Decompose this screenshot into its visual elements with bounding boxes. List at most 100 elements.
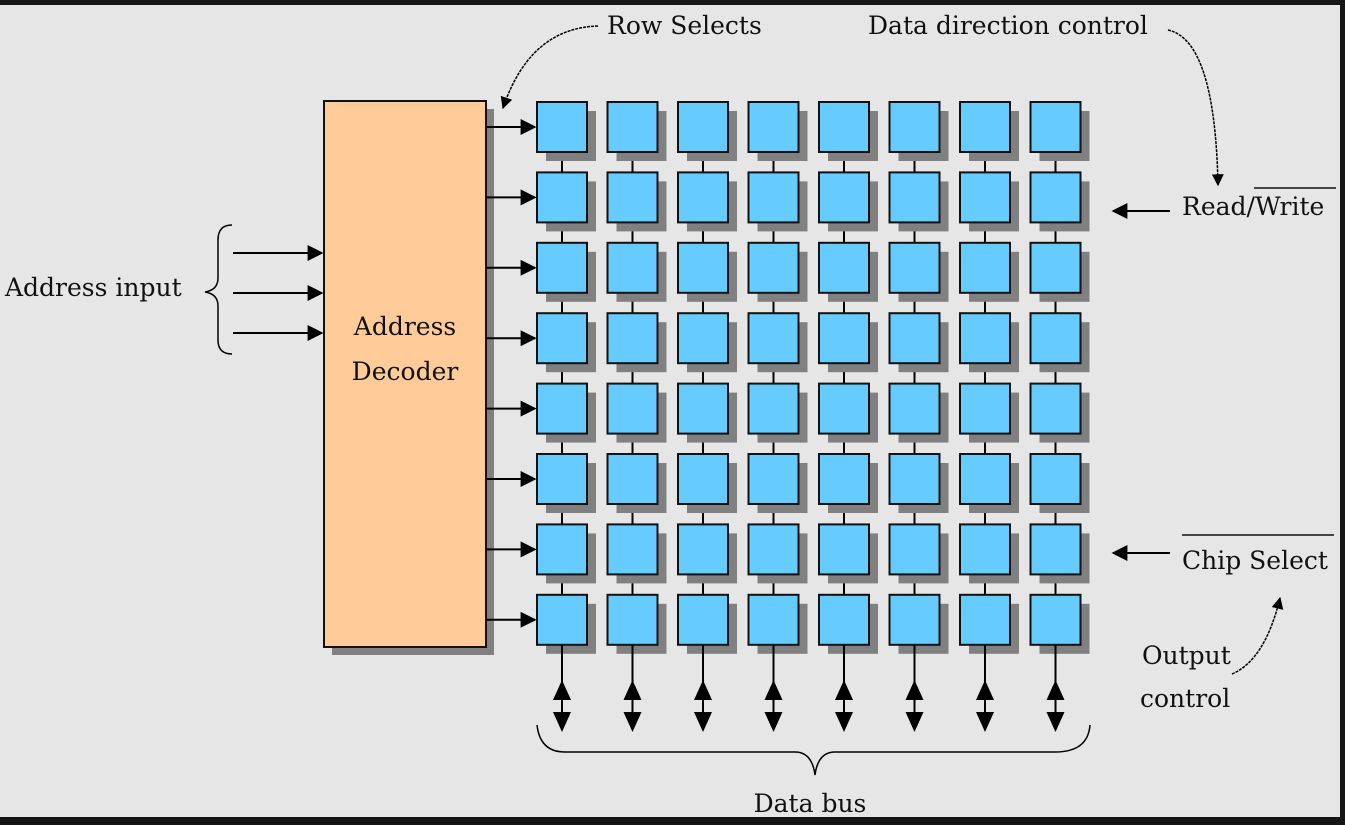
diagram-canvas: [0, 5, 1340, 817]
memory-cell: [536, 312, 588, 365]
memory-cell: [536, 523, 588, 576]
data-bus-down-arrow-icon: [976, 712, 994, 732]
address-input-label: Address input: [4, 273, 182, 302]
data-direction-control-label: Data direction control: [868, 11, 1148, 40]
memory-cell: [677, 101, 729, 153]
memory-cell: [818, 101, 870, 153]
memory-cell: [747, 241, 800, 294]
read-write-label: Read/Write: [1182, 192, 1324, 221]
memory-cell: [606, 312, 659, 365]
memory-cell: [606, 241, 659, 294]
memory-cell: [606, 453, 659, 505]
memory-cell: [747, 382, 800, 435]
memory-cell: [1029, 312, 1082, 365]
memory-cell: [959, 101, 1011, 153]
memory-cell: [536, 101, 588, 153]
memory-cell: [959, 523, 1011, 576]
memory-cell: [747, 593, 800, 646]
memory-cell: [1029, 593, 1082, 646]
address-decoder-block: [323, 100, 487, 648]
data-bus-down-arrow-icon: [1046, 712, 1065, 732]
memory-cell: [677, 312, 729, 365]
memory-cell: [818, 312, 870, 365]
data-bus-up-arrow-icon: [553, 680, 571, 700]
memory-cell: [677, 382, 729, 435]
decoder-label-line2: Decoder: [352, 357, 459, 386]
memory-cell: [818, 241, 870, 294]
memory-cell: [959, 453, 1011, 505]
data-bus-label: Data bus: [754, 789, 867, 818]
memory-cell: [1029, 382, 1082, 435]
decoder-label-line1: Address: [353, 312, 456, 341]
data-direction-pointer: [1167, 29, 1224, 187]
memory-cell: [818, 453, 870, 505]
memory-cell: [888, 453, 941, 505]
memory-cell: [959, 593, 1011, 646]
memory-cell: [888, 241, 941, 294]
memory-cell: [1029, 101, 1082, 153]
memory-cell: [959, 171, 1011, 224]
data-bus-up-arrow-icon: [764, 680, 783, 700]
memory-cell: [747, 171, 800, 224]
memory-cell: [747, 101, 800, 153]
memory-cell: [606, 523, 659, 576]
memory-cell: [959, 241, 1011, 294]
memory-cell: [677, 171, 729, 224]
memory-cell-grid: [486, 101, 1090, 732]
memory-cell: [677, 593, 729, 646]
memory-cell: [677, 241, 729, 294]
address-input-brace: [204, 224, 233, 355]
memory-cell: [606, 171, 659, 224]
memory-cell: [1029, 171, 1082, 224]
data-bus-up-arrow-icon: [976, 680, 994, 700]
memory-cell: [536, 382, 588, 435]
row-selects-pointer: [500, 25, 599, 110]
memory-cell: [888, 523, 941, 576]
memory-cell: [606, 382, 659, 435]
memory-cell: [747, 523, 800, 576]
memory-cell: [818, 593, 870, 646]
data-bus-up-arrow-icon: [1046, 680, 1065, 700]
memory-cell: [536, 241, 588, 294]
memory-cell: [888, 312, 941, 365]
memory-cell: [888, 382, 941, 435]
data-bus-down-arrow-icon: [764, 712, 783, 732]
data-bus-up-arrow-icon: [835, 680, 853, 700]
memory-cell: [536, 453, 588, 505]
data-bus-down-arrow-icon: [623, 712, 642, 732]
data-bus-up-arrow-icon: [694, 680, 712, 700]
memory-cell: [677, 453, 729, 505]
data-bus-down-arrow-icon: [694, 712, 712, 732]
data-bus-down-arrow-icon: [835, 712, 853, 732]
memory-cell: [747, 312, 800, 365]
data-bus-down-arrow-icon: [905, 712, 924, 732]
memory-cell: [888, 101, 941, 153]
memory-cell: [1029, 241, 1082, 294]
chip-select-label: Chip Select: [1182, 546, 1328, 575]
data-bus-up-arrow-icon: [905, 680, 924, 700]
output-control-pointer: [1231, 596, 1284, 675]
memory-cell: [677, 523, 729, 576]
memory-cell: [818, 523, 870, 576]
data-bus-down-arrow-icon: [553, 712, 571, 732]
memory-cell: [606, 101, 659, 153]
memory-cell: [888, 593, 941, 646]
memory-cell: [606, 593, 659, 646]
memory-cell: [818, 171, 870, 224]
output-control-label-line2: control: [1140, 684, 1230, 713]
memory-cell: [959, 382, 1011, 435]
memory-cell: [536, 593, 588, 646]
memory-cell: [818, 382, 870, 435]
memory-cell: [1029, 523, 1082, 576]
memory-cell: [959, 312, 1011, 365]
data-bus-brace: [536, 724, 1091, 776]
row-selects-label: Row Selects: [607, 11, 762, 40]
memory-cell: [1029, 453, 1082, 505]
write-text-overlined: Write: [1255, 192, 1324, 221]
memory-cell: [747, 453, 800, 505]
memory-cell: [888, 171, 941, 224]
memory-cell: [536, 171, 588, 224]
read-text: Read/: [1182, 192, 1256, 221]
